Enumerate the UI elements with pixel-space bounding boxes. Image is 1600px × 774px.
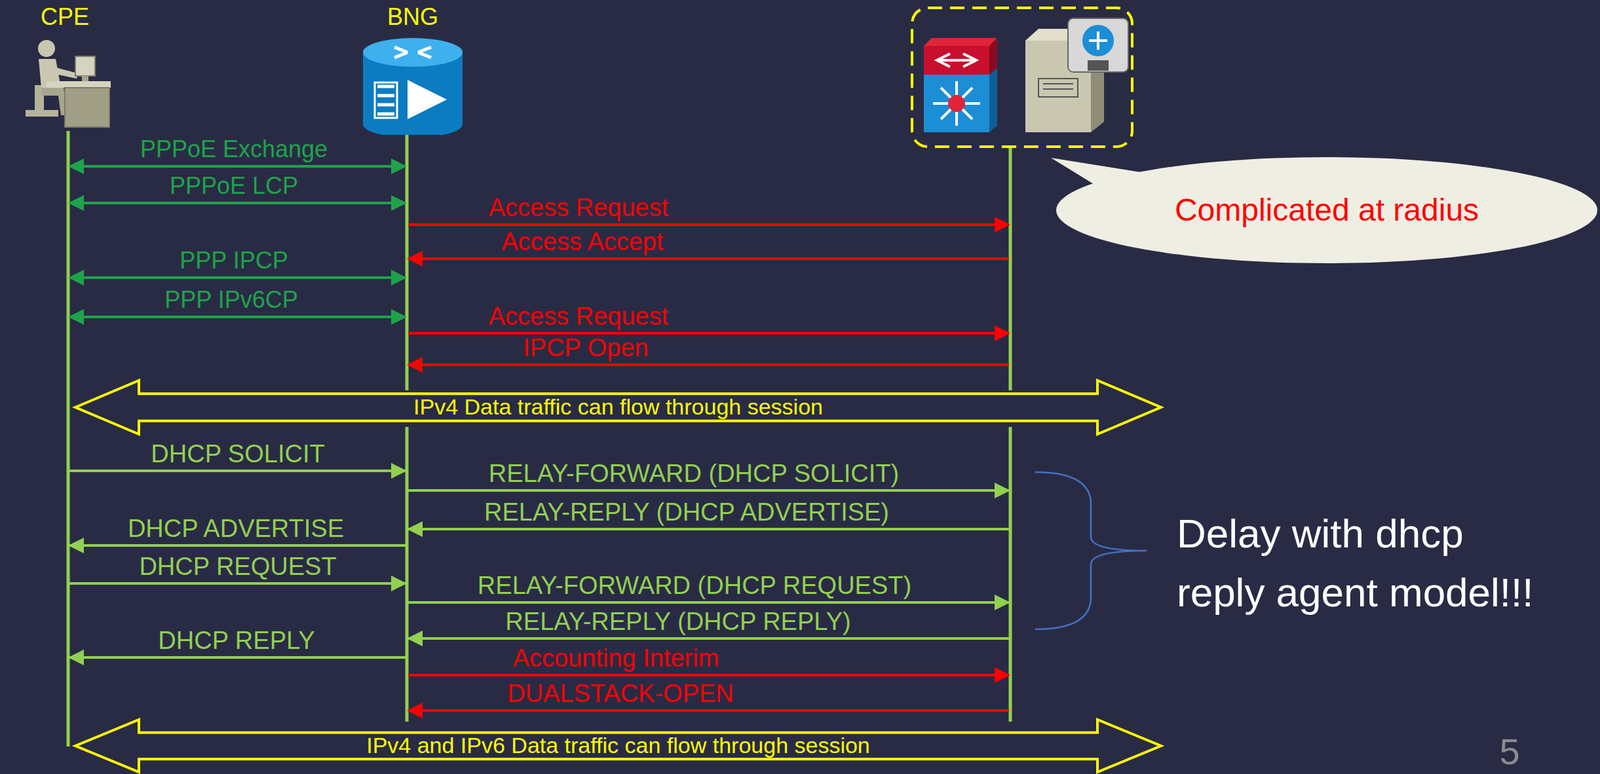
radius-message-arrow (408, 224, 1010, 711)
actor-name: BNG (387, 3, 439, 31)
actor-node: CPE (9, 3, 121, 135)
radius-message-label: Access Request (488, 304, 669, 329)
lifeline (68, 131, 1011, 747)
radius-server-group (912, 7, 1133, 147)
actor-name: CPE (40, 3, 90, 31)
radius-message-label: Access Request (488, 195, 669, 221)
traffic-band: IPv4 Data traffic can flow through sessi… (73, 379, 1163, 436)
callout-bubble: Complicated at radius (1056, 157, 1598, 264)
ppp-message-label: PPP IPv6CP (164, 288, 298, 312)
radius-message-label: DUALSTACK-OPEN (507, 681, 734, 707)
radius-message-label: IPCP Open (522, 335, 649, 361)
dhcp-message-label: DHCP ADVERTISE (127, 516, 344, 542)
dhcp-message-label: RELAY-REPLY (DHCP ADVERTISE) (484, 499, 890, 525)
band-label: IPv4 and IPv6 Data traffic can flow thro… (366, 733, 871, 759)
ppp-message-arrow (69, 166, 406, 318)
ppp-message-label: PPPoE LCP (169, 174, 299, 198)
dhcp-message-label: DHCP SOLICIT (150, 441, 325, 467)
router-icon (355, 32, 471, 135)
dhcp-message-label: RELAY-REPLY (DHCP REPLY) (505, 609, 851, 635)
ppp-message-label: PPP IPCP (179, 248, 288, 273)
curly-bracket (1035, 472, 1147, 630)
computer-user-icon (12, 32, 118, 135)
page-number: 5 (1499, 733, 1520, 771)
ppp-message-label: PPPoE Exchange (140, 137, 328, 162)
radius-message-label: Accounting Interim (513, 646, 720, 671)
actor-node: BNG (353, 3, 472, 135)
radius-message-label: Access Accept (501, 229, 664, 255)
band-label: IPv4 Data traffic can flow through sessi… (413, 395, 823, 420)
dhcp-message-arrow (69, 471, 1010, 658)
dhcp-message-label: DHCP REPLY (157, 628, 315, 654)
annotation-note: Delay with dhcp reply agent model!!! (1176, 504, 1544, 623)
callout-text: Complicated at radius (1174, 193, 1479, 229)
dhcp-message-label: RELAY-FORWARD (DHCP REQUEST) (477, 573, 912, 599)
dhcp-message-label: RELAY-FORWARD (DHCP SOLICIT) (488, 461, 899, 487)
dhcp-message-label: DHCP REQUEST (138, 554, 337, 580)
traffic-band: IPv4 and IPv6 Data traffic can flow thro… (73, 718, 1163, 774)
